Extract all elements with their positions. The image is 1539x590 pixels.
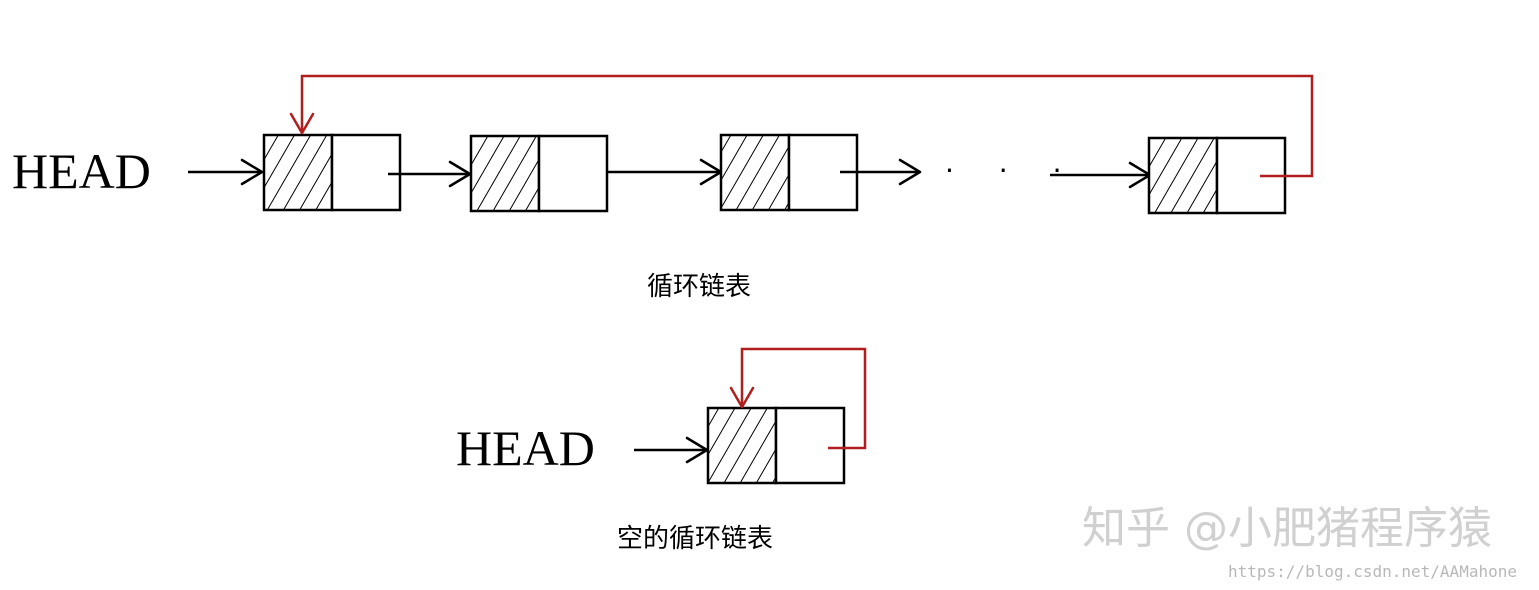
head-arrow: [634, 436, 709, 464]
data-field: [719, 133, 791, 212]
list-node: [469, 134, 609, 213]
head-label: HEAD: [456, 420, 595, 476]
list-node: [262, 133, 402, 212]
ellipsis: · · ·: [945, 154, 1080, 187]
empty-circular-list: HEAD 空的循环链表: [456, 347, 867, 554]
loop-back-arrow: [289, 74, 1314, 178]
data-field: [1147, 136, 1219, 215]
empty-list-caption: 空的循环链表: [617, 524, 773, 554]
pointer-field: [774, 406, 846, 485]
head-label: HEAD: [12, 143, 151, 199]
pointer-field: [537, 134, 609, 213]
list-node: [706, 406, 846, 485]
data-field: [469, 134, 541, 213]
pointer-field: [330, 133, 402, 212]
next-arrow: [840, 158, 922, 186]
next-arrow: [606, 158, 723, 186]
circular-list-caption: 循环链表: [647, 272, 751, 302]
head-arrow: [188, 158, 264, 186]
data-field: [706, 406, 778, 485]
watermark-url: https://blog.csdn.net/AAMahone: [1228, 562, 1517, 581]
watermark-zhihu: 知乎 @小肥猪程序猿: [1082, 503, 1492, 554]
data-field: [262, 133, 334, 212]
list-node: [719, 133, 859, 212]
circular-list: HEAD: [12, 74, 1314, 302]
self-loop-arrow: [729, 347, 867, 450]
list-node: [1147, 136, 1287, 215]
